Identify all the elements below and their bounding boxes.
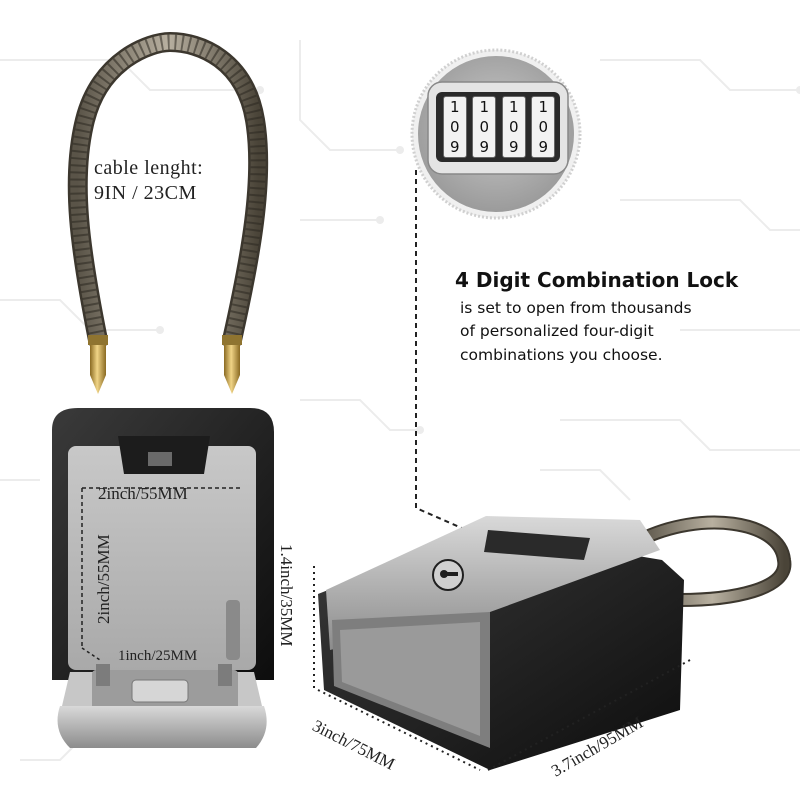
dial-digit: 0 <box>538 118 549 136</box>
pointer-dashed-line <box>415 170 481 537</box>
cable-length-label: cable lenght: 9IN / 23CM <box>94 156 203 206</box>
dial-digit: 9 <box>508 138 519 156</box>
dial-digit: 1 <box>538 98 549 116</box>
cable-brass-tip-left <box>88 335 108 394</box>
dial-digit: 0 <box>508 118 519 136</box>
combination-lock-title: 4 Digit Combination Lock <box>455 268 739 292</box>
dial-digit: 1 <box>508 98 519 116</box>
combination-lock-description: is set to open from thousands of persona… <box>460 297 692 367</box>
description-line: combinations you choose. <box>460 345 663 364</box>
cable-length-title: cable lenght: <box>94 157 204 179</box>
dial-digit: 1 <box>479 98 490 116</box>
description-line: is set to open from thousands <box>460 299 692 317</box>
dial-digit: 9 <box>449 138 460 156</box>
outer-dimension-lines <box>313 566 691 771</box>
description-line: of personalized four-digit <box>460 322 654 341</box>
closed-lockbox <box>318 515 792 770</box>
dial-digit: 0 <box>449 118 460 136</box>
combination-dial-zoom: 1 0 9 1 0 9 1 0 9 1 0 9 <box>440 96 558 158</box>
dial-digit: 9 <box>479 138 490 156</box>
dial-digit: 9 <box>538 138 549 156</box>
outside-depth-label: 1.4inch/35MM <box>277 544 296 647</box>
cable-length-value: 9IN / 23CM <box>94 182 197 204</box>
inside-width-label: 2inch/55MM <box>98 484 188 503</box>
dial-wheel-3[interactable]: 1 0 9 <box>501 96 526 158</box>
dial-digit: 1 <box>449 98 460 116</box>
dial-wheel-4[interactable]: 1 0 9 <box>531 96 556 158</box>
inside-height-label: 2inch/55MM <box>94 534 113 624</box>
dial-digit: 0 <box>479 118 490 136</box>
dial-wheel-1[interactable]: 1 0 9 <box>442 96 467 158</box>
cable-brass-tip-right <box>222 335 242 394</box>
open-lockbox <box>52 408 274 748</box>
cable-shackle <box>67 31 269 350</box>
inside-depth-label: 1inch/25MM <box>118 648 198 664</box>
dial-wheel-2[interactable]: 1 0 9 <box>472 96 497 158</box>
